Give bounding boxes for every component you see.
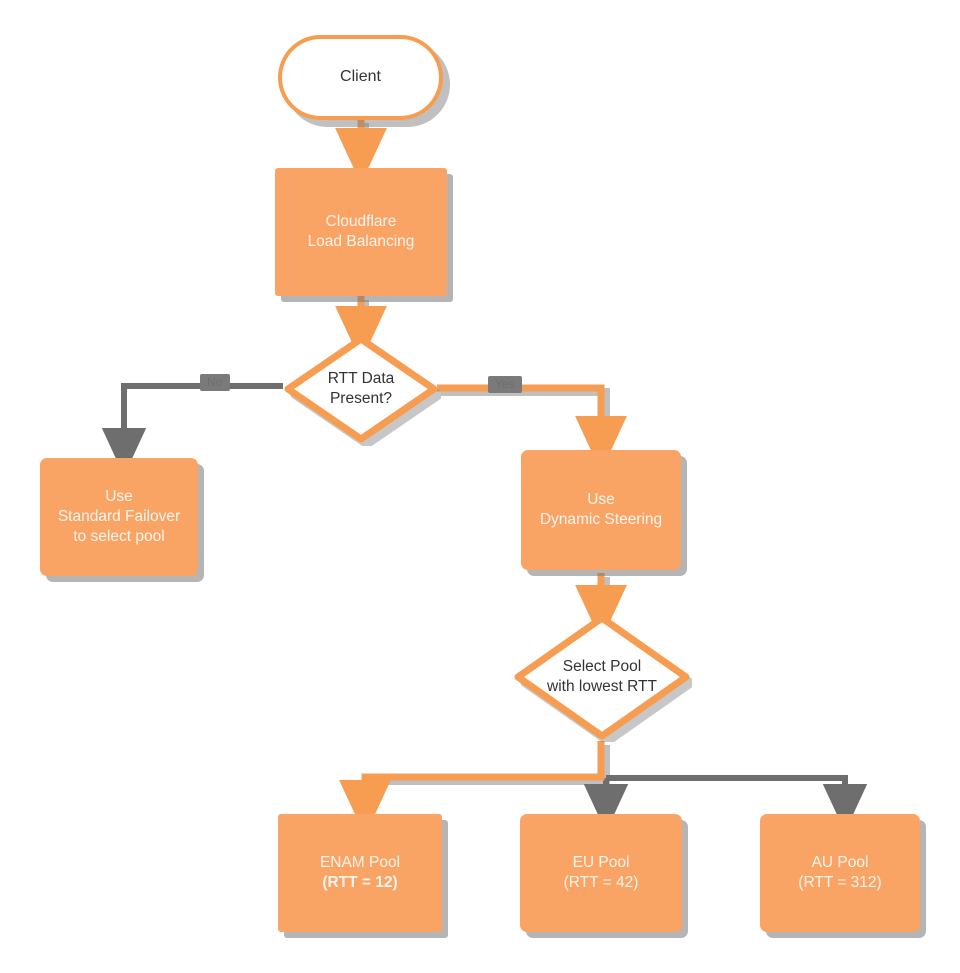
- edge-label-no: No: [200, 374, 230, 392]
- node-standard-failover-label: Use Standard Failover to select pool: [57, 488, 181, 545]
- node-enam-pool-line1: ENAM Pool: [319, 854, 401, 872]
- node-au-pool-line2: (RTT = 312): [798, 874, 882, 891]
- node-client[interactable]: Client: [278, 35, 443, 120]
- node-enam-pool-line2: (RTT = 12): [322, 874, 398, 891]
- node-load-balancing[interactable]: Cloudflare Load Balancing: [275, 168, 447, 296]
- node-rtt-decision[interactable]: RTT Data Present?: [281, 332, 441, 446]
- node-select-pool[interactable]: Select Pool with lowest RTT: [512, 612, 692, 742]
- rtt-decision-shape: [284, 335, 438, 443]
- edge-yes-branch: [437, 384, 627, 472]
- node-rtt-decision-label: RTT Data Present?: [327, 369, 395, 407]
- node-eu-pool-line2: (RTT = 42): [563, 874, 639, 891]
- edge-no-branch: [101, 383, 283, 476]
- edge-select-to-enam: [339, 741, 605, 836]
- node-enam-pool[interactable]: ENAM Pool (RTT = 12): [278, 814, 442, 932]
- edge-label-yes: Yes: [488, 376, 523, 394]
- node-eu-pool[interactable]: EU Pool (RTT = 42): [520, 814, 682, 932]
- node-standard-failover[interactable]: Use Standard Failover to select pool: [40, 458, 198, 576]
- node-client-label: Client: [340, 68, 381, 86]
- node-eu-pool-line1: EU Pool: [572, 854, 630, 872]
- node-dynamic-steering[interactable]: Use Dynamic Steering: [521, 450, 681, 570]
- select-pool-shape: [514, 614, 690, 740]
- node-au-pool[interactable]: AU Pool (RTT = 312): [760, 814, 920, 932]
- node-dynamic-steering-label: Use Dynamic Steering: [539, 491, 663, 528]
- node-select-pool-label: Select Pool with lowest RTT: [547, 657, 657, 695]
- edge-select-to-au: [606, 775, 868, 832]
- node-load-balancing-label: Cloudflare Load Balancing: [307, 213, 415, 250]
- node-au-pool-line1: AU Pool: [811, 854, 869, 872]
